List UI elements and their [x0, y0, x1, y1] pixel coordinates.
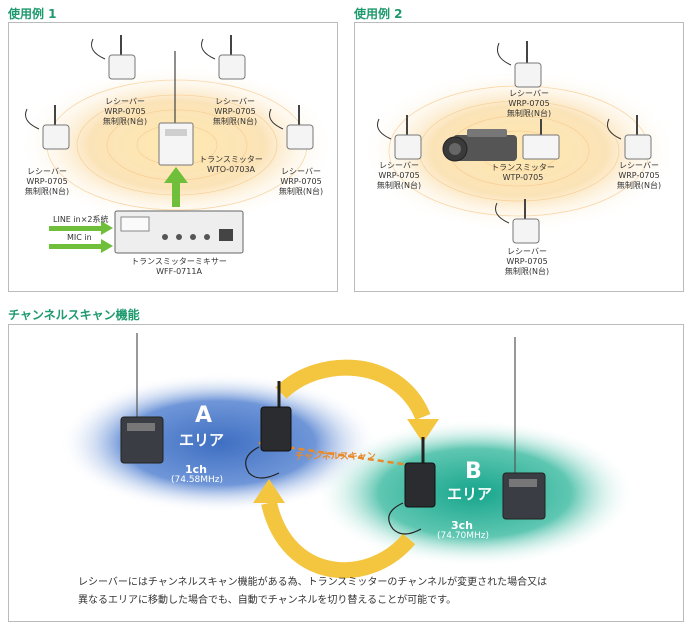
mixer-device — [114, 210, 244, 254]
mic-in-arrow — [49, 239, 113, 253]
line-in-arrow — [49, 221, 113, 235]
scan-label: チャンネルスキャン — [295, 452, 376, 462]
caption-line: 異なるエリアに移動した場合でも、自動でチャンネルを切り替えることが可能です。 — [78, 595, 457, 606]
area-b-word: エリア — [447, 485, 493, 503]
receiver-device — [607, 115, 652, 160]
scan-heading: チャンネルスキャン機能 — [8, 308, 140, 322]
caption-line: レシーバーにはチャンネルスキャン機能がある為、トランスミッターのチャンネルが変更… — [78, 577, 548, 588]
transmitter-b-device — [502, 337, 546, 520]
transmitter-device — [522, 119, 560, 160]
area-b-frequency: (74.70MHz) — [437, 531, 490, 541]
video-camera — [442, 129, 517, 162]
area-a-word: エリア — [179, 431, 225, 449]
receiver-device — [497, 41, 542, 88]
area-a-letter: A — [195, 403, 213, 428]
scan-cycle-arrow — [275, 359, 439, 443]
area-b-letter: B — [465, 459, 482, 484]
area-a-channel: 1ch — [185, 463, 208, 476]
example1-heading: 使用例 1 — [8, 7, 57, 21]
transmitter-a-device — [120, 333, 164, 464]
signal-arrow — [164, 167, 188, 207]
receiver-b-device — [388, 437, 436, 535]
receiver-a-device — [245, 381, 292, 479]
line-in-label: LINE in×2系統 — [53, 215, 109, 224]
example1-illustration — [17, 35, 337, 254]
receiver-device — [377, 115, 422, 160]
scan-illustration — [59, 333, 635, 579]
area-b-channel: 3ch — [451, 519, 474, 532]
scan-caption: レシーバーにはチャンネルスキャン機能がある為、トランスミッターのチャンネルが変更… — [78, 574, 618, 610]
receiver-device — [25, 105, 70, 150]
mic-in-label: MIC in — [67, 233, 92, 242]
receiver-device — [201, 35, 246, 80]
receiver-device — [91, 35, 136, 80]
scan-cycle-arrow — [253, 479, 416, 579]
example2-heading: 使用例 2 — [354, 7, 403, 21]
receiver-device — [495, 199, 540, 244]
receiver-device — [269, 105, 314, 150]
area-a-frequency: (74.58MHz) — [171, 475, 224, 485]
scan-panel: A エリア 1ch (74.58MHz) B エリア 3ch (74.70MHz… — [8, 324, 684, 622]
transmitter-device — [158, 51, 194, 166]
example2-illustration — [359, 41, 679, 244]
